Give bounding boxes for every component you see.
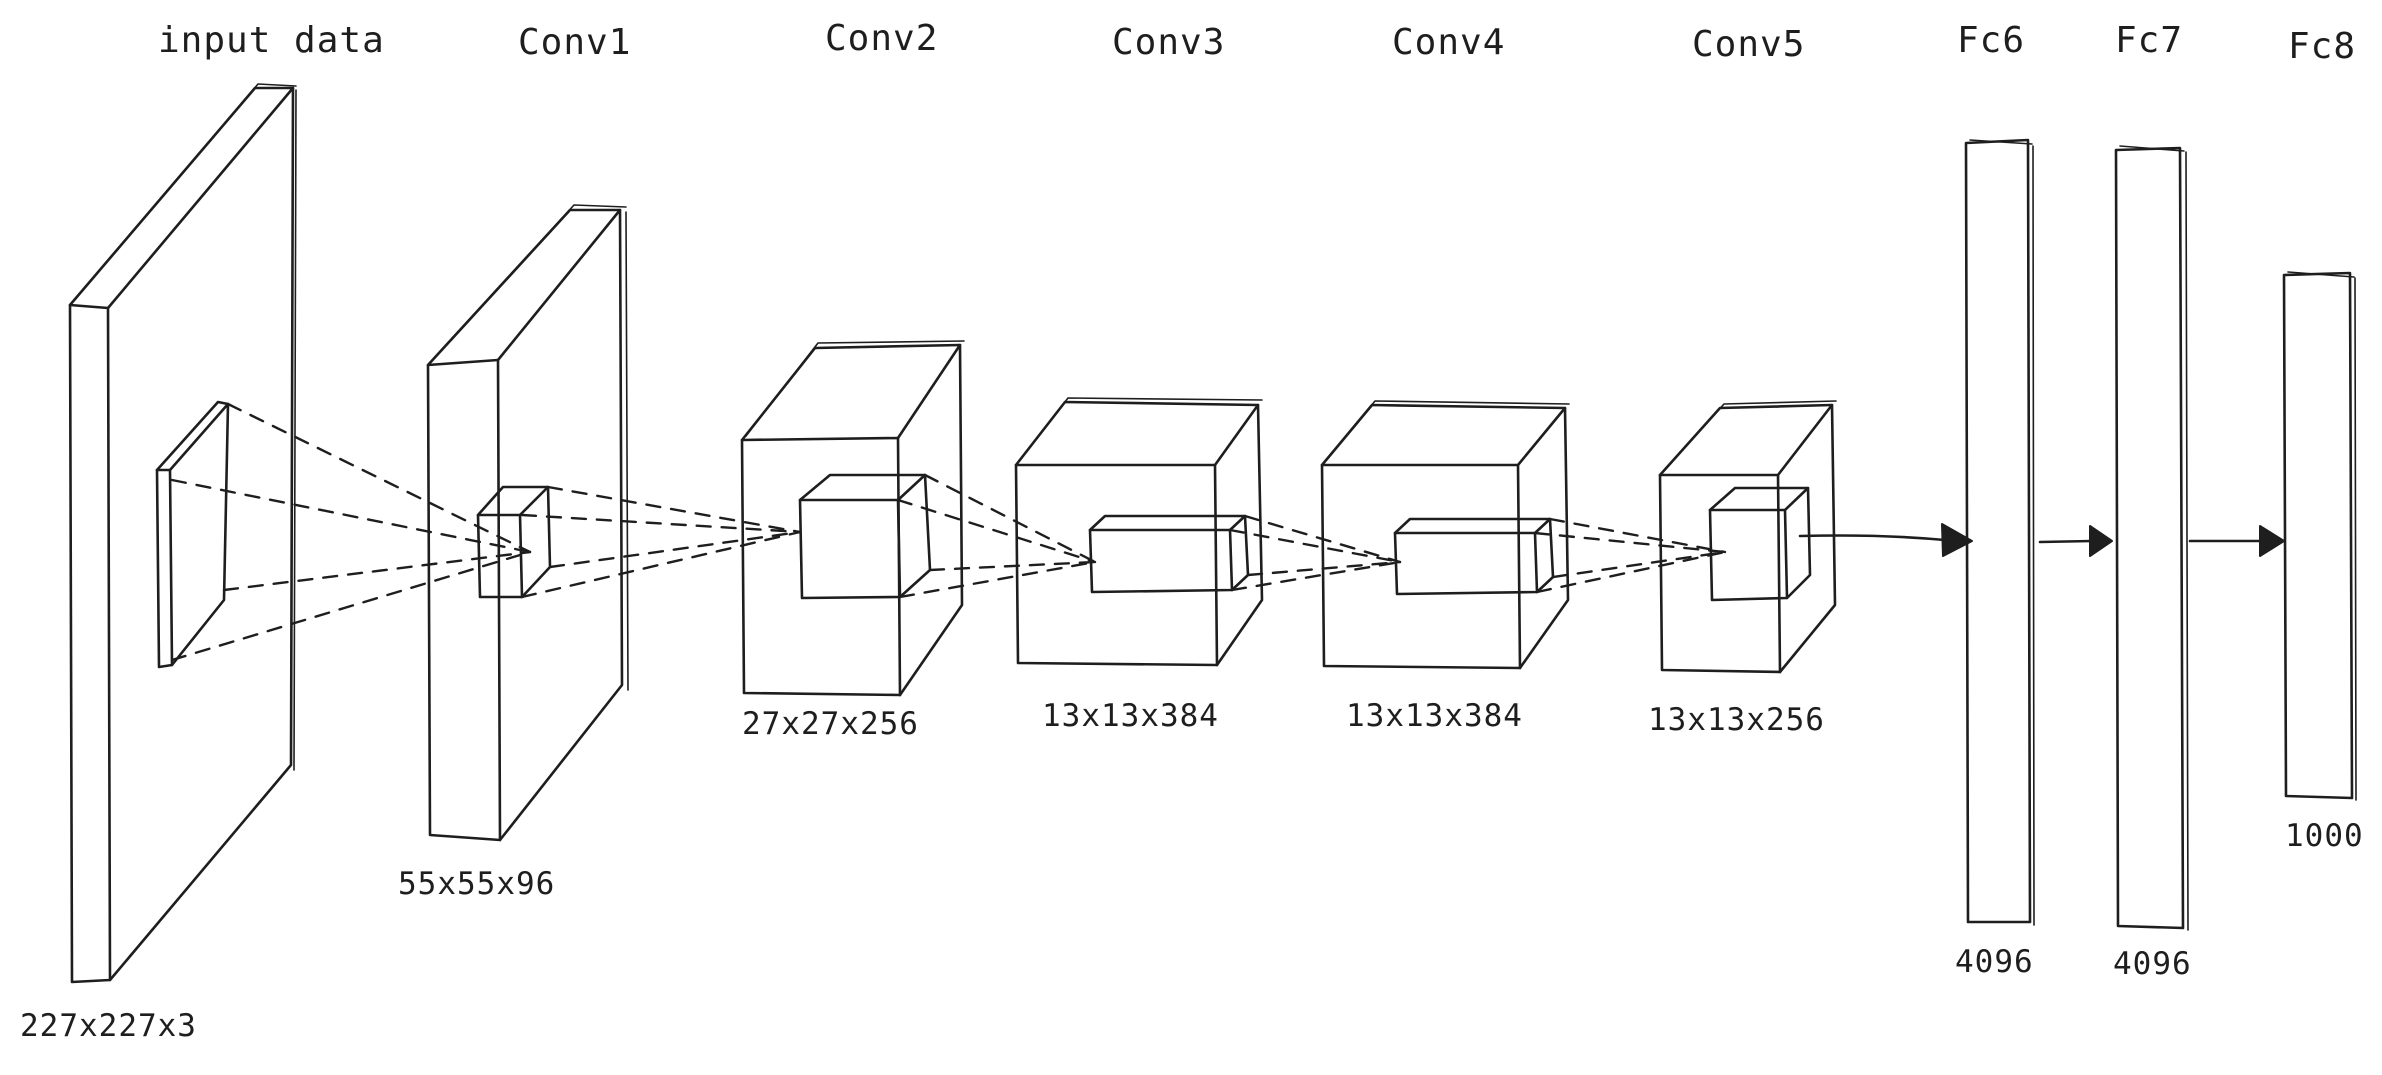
title-conv5: Conv5 <box>1692 24 1806 65</box>
fc8-bar <box>2282 271 2357 801</box>
dims-fc8: 1000 <box>2285 818 2364 854</box>
dims-input-data: 227x227x3 <box>20 1008 197 1044</box>
title-fc7: Fc7 <box>2115 20 2184 61</box>
dims-fc6: 4096 <box>1955 944 2034 980</box>
fc7-bar <box>2114 145 2189 931</box>
arrow-fc7-fc8 <box>2188 525 2285 557</box>
fc6-bar <box>1964 138 2035 926</box>
conv1-slab <box>426 204 629 842</box>
conv5-cube <box>1658 400 1837 674</box>
conv3-kernel-box <box>1088 514 1250 594</box>
conv4-cube <box>1320 400 1570 670</box>
conv5-kernel-cube <box>1708 486 1812 602</box>
dims-conv4: 13x13x384 <box>1346 698 1523 734</box>
conv1-kernel-cube <box>476 485 552 599</box>
conv2-cube <box>740 340 965 697</box>
dims-conv1: 55x55x96 <box>398 866 556 902</box>
arrow-conv5-fc6 <box>1798 523 1973 557</box>
projection-lines <box>170 402 1727 662</box>
title-conv1: Conv1 <box>518 22 632 63</box>
dims-conv2: 27x27x256 <box>742 706 919 742</box>
arrow-fc6-fc7 <box>2038 525 2113 557</box>
input-receptive-field <box>155 400 230 669</box>
title-conv3: Conv3 <box>1112 22 1226 63</box>
dims-fc7: 4096 <box>2113 946 2192 982</box>
input-data-slab <box>68 83 297 984</box>
title-fc6: Fc6 <box>1957 20 2026 61</box>
title-fc8: Fc8 <box>2288 26 2357 67</box>
conv2-kernel-cube <box>798 473 932 600</box>
dims-conv5: 13x13x256 <box>1648 702 1825 738</box>
title-conv2: Conv2 <box>825 18 939 59</box>
conv4-kernel-box <box>1393 517 1555 596</box>
title-conv4: Conv4 <box>1392 22 1506 63</box>
title-input-data: input data <box>158 20 385 61</box>
dims-conv3: 13x13x384 <box>1042 698 1219 734</box>
conv3-cube <box>1014 397 1264 667</box>
